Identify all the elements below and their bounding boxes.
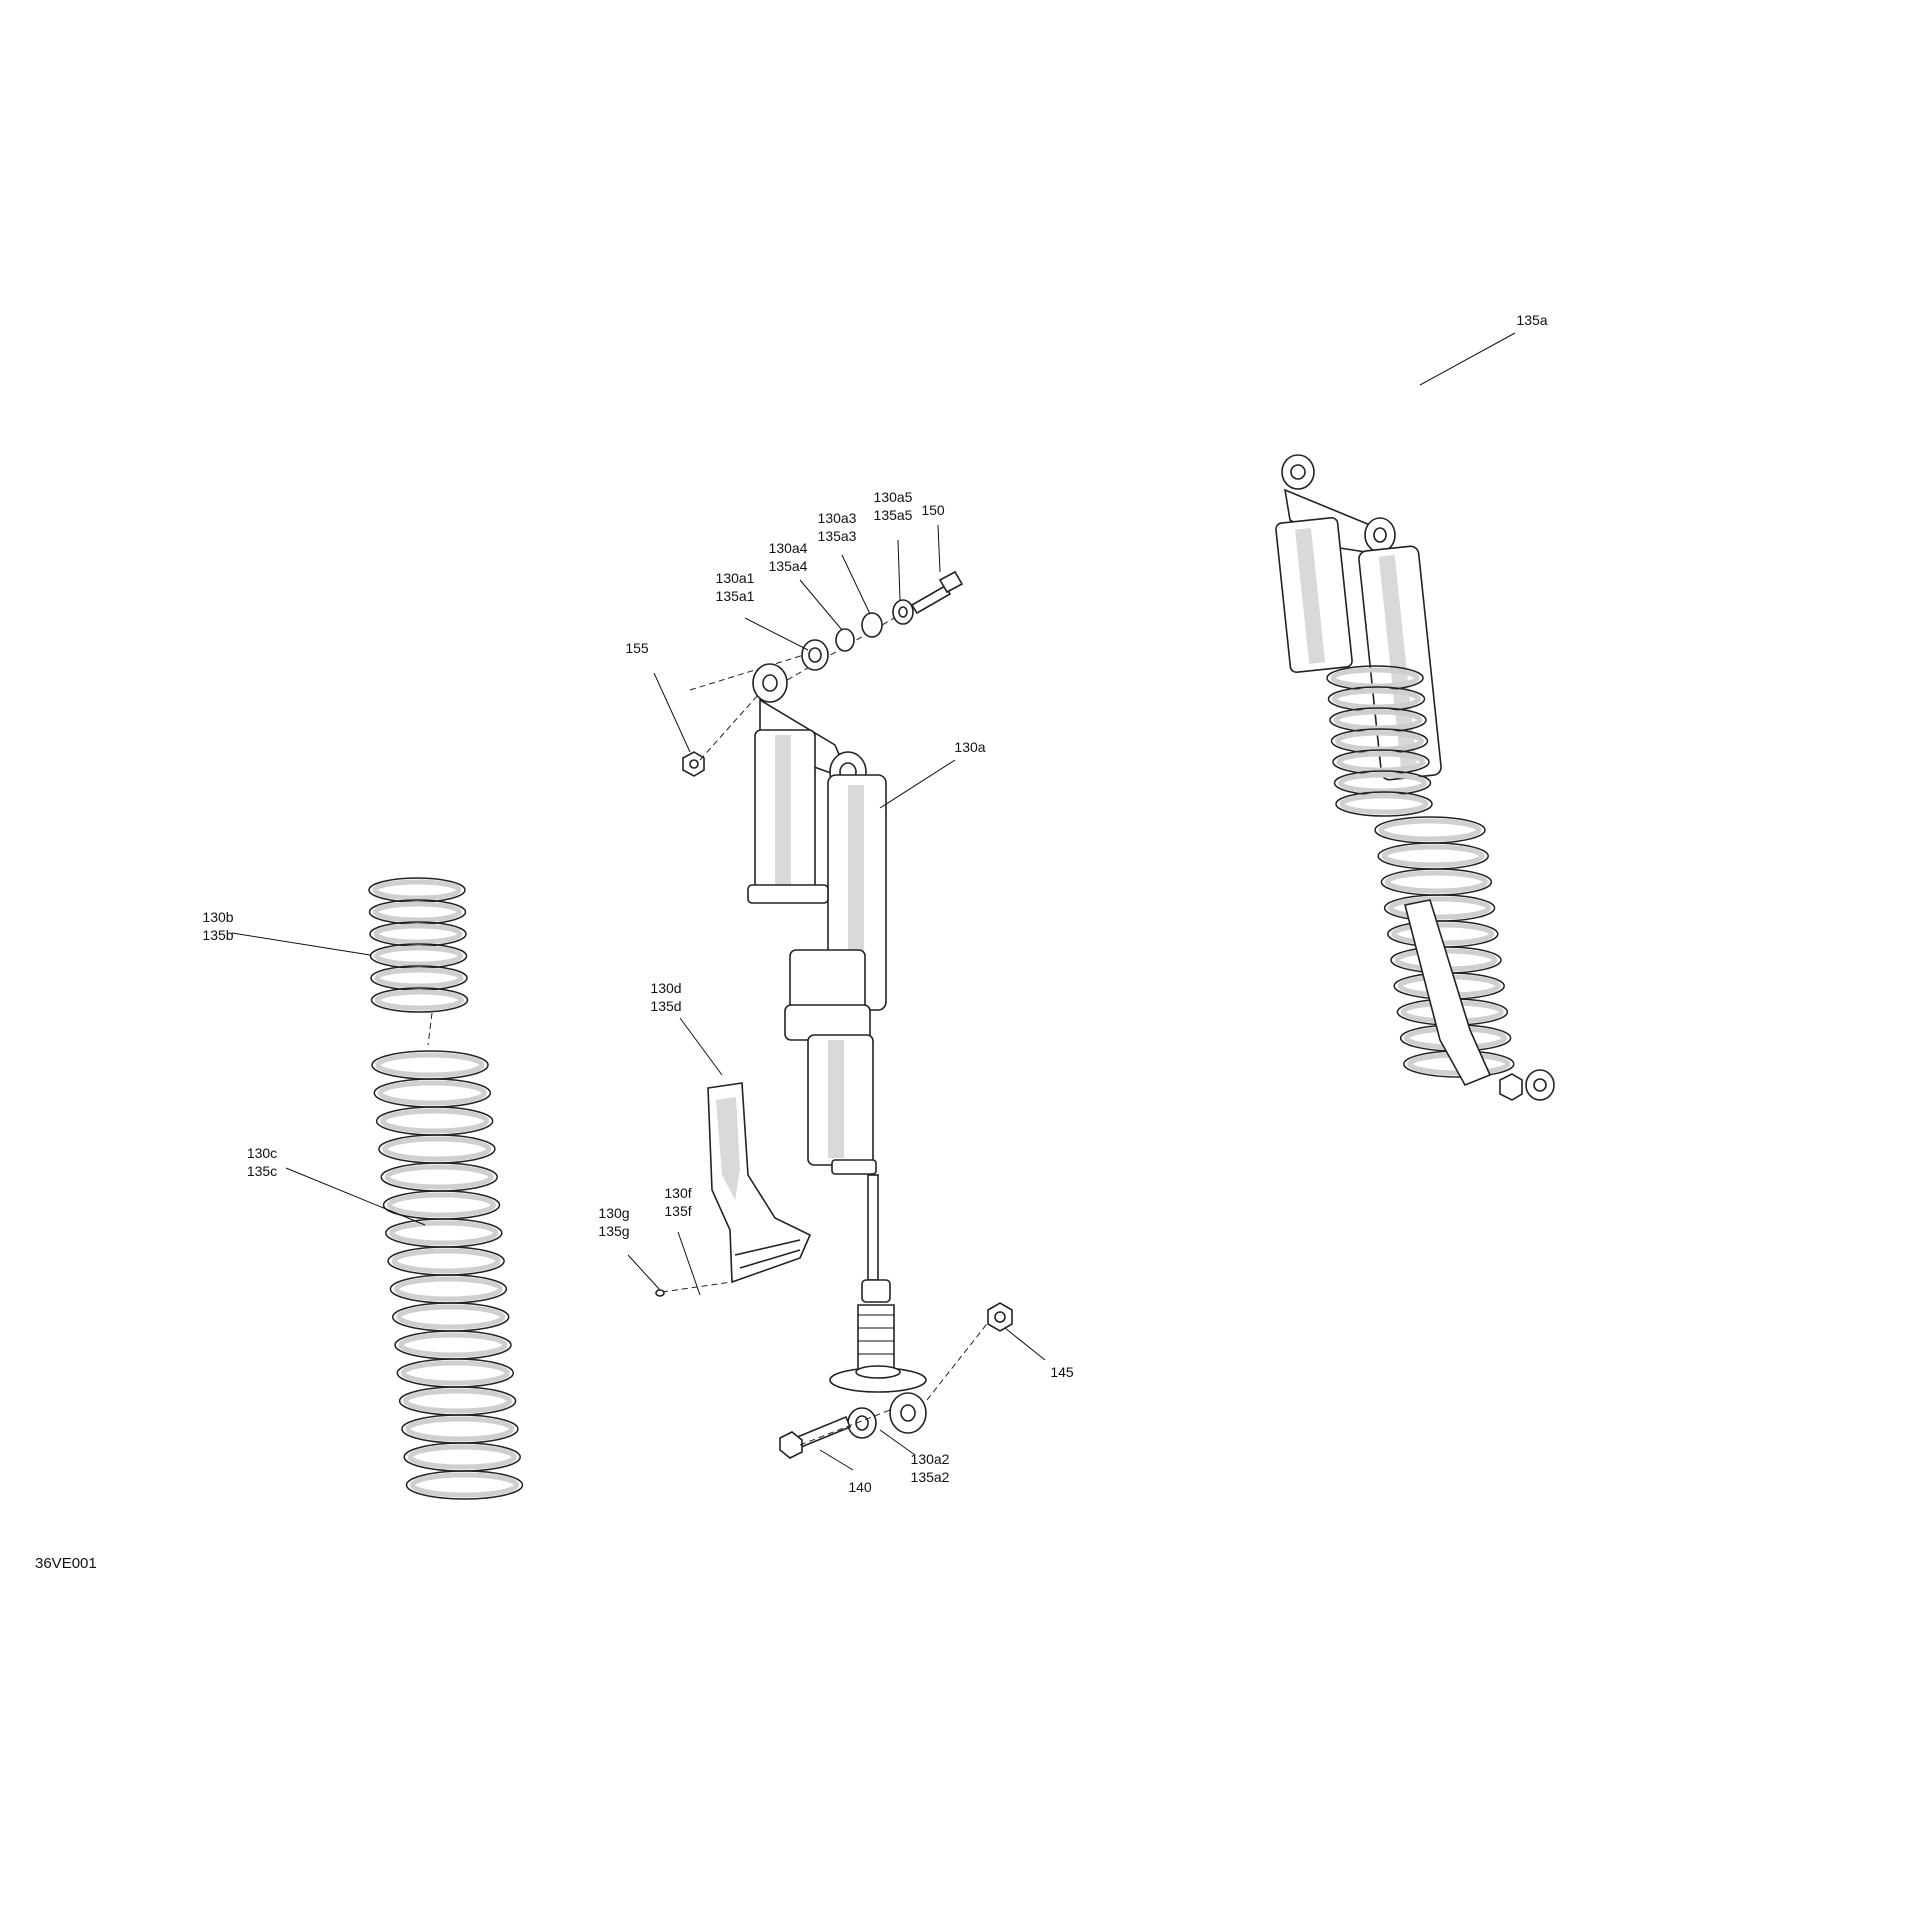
lower-spring	[371, 1050, 524, 1500]
lower-spring-coil-fill	[398, 1332, 508, 1358]
assembly-upper-spring-coil-fill	[1332, 688, 1421, 710]
callout-150-line-0: 150	[921, 502, 945, 518]
callout-130a-line-0: 130a	[954, 739, 985, 755]
bearing-top	[801, 639, 829, 671]
callout-130a5-line-0: 130a5	[874, 489, 913, 505]
ring-2	[861, 612, 883, 638]
lower-spring-coil-fill	[380, 1108, 490, 1134]
lower-bolt-dash	[799, 1409, 891, 1446]
assembly-lower-spring-coil-fill	[1378, 818, 1482, 842]
upper-spring	[368, 877, 469, 1013]
callout-130a3-line-1: 135a3	[818, 528, 857, 544]
lower-spring-coil-fill	[393, 1276, 503, 1302]
spacer-lower	[847, 1407, 877, 1439]
bolt-140	[779, 1415, 852, 1459]
callout-130b-line-0: 130b	[202, 909, 233, 925]
nut-155	[682, 751, 705, 777]
spring-guard-130d	[707, 1082, 812, 1284]
upper-spring-coil-fill	[374, 945, 463, 967]
callout-labels: 150 130a5 135a5 130a3 135a3 130a4 135a4 130a1 13…	[202, 312, 1547, 1495]
upper-spring-coil-fill	[373, 901, 462, 923]
assembly-upper-spring-coil-fill	[1330, 667, 1420, 689]
assembly-upper-spring-coil	[1335, 791, 1433, 817]
screw-130g	[655, 1289, 665, 1297]
callout-130b-line-1: 135b	[202, 927, 233, 943]
lower-spring-coil-fill	[407, 1444, 517, 1470]
ring-1	[835, 628, 855, 652]
callout-130c-line-0: 130c	[247, 1145, 277, 1161]
assembly-upper-spring-coil-fill	[1338, 772, 1427, 794]
lower-spring-coil-fill	[410, 1472, 519, 1498]
upper-spring-coil-fill	[375, 989, 464, 1011]
callout-130d-line-1: 135d	[650, 998, 681, 1014]
upper-spring-coil	[370, 987, 469, 1013]
callout-130f-line-1: 135f	[664, 1203, 691, 1219]
bolt-150	[910, 570, 964, 615]
lower-spring-coil-fill	[389, 1220, 499, 1246]
callout-145-line-0: 145	[1050, 1364, 1074, 1380]
assembly-upper-spring-coil-fill	[1335, 730, 1424, 752]
assembly-lower-spring-coil-fill	[1384, 870, 1488, 894]
callout-140-line-0: 140	[848, 1479, 872, 1495]
assembly-upper-spring-coil-fill	[1333, 709, 1423, 731]
lower-spring-coil-fill	[391, 1248, 501, 1274]
lower-spring-coil	[405, 1470, 524, 1500]
callout-130g-line-0: 130g	[598, 1205, 629, 1221]
lower-spring-coil-fill	[400, 1360, 510, 1386]
lower-spring-coil-fill	[375, 1052, 485, 1078]
callout-130c-line-1: 135c	[247, 1163, 277, 1179]
lower-spring-coil-fill	[403, 1388, 513, 1414]
lower-nut-dash	[926, 1319, 991, 1401]
lower-spring-coil-fill	[377, 1080, 487, 1106]
callout-130a1-line-0: 130a1	[716, 570, 755, 586]
callout-130a5-line-1: 135a5	[874, 507, 913, 523]
top-axis-dash	[689, 649, 821, 691]
lower-spring-coil-fill	[396, 1304, 506, 1330]
callout-135a-line-0: 135a	[1516, 312, 1547, 328]
drawing-reference-code: 36VE001	[35, 1555, 97, 1572]
callout-130a2-line-1: 135a2	[911, 1469, 950, 1485]
leader-lines	[231, 332, 1516, 1471]
assembly-lower-spring-coil-fill	[1388, 896, 1492, 920]
callout-130a2-line-0: 130a2	[911, 1451, 950, 1467]
callout-130f-line-0: 130f	[664, 1185, 691, 1201]
nut-axis-dash	[699, 694, 759, 761]
callout-130a3-line-0: 130a3	[818, 510, 857, 526]
callout-155-line-0: 155	[625, 640, 649, 656]
spacer-top	[892, 599, 914, 625]
spring-axis-dash	[427, 1012, 433, 1046]
callout-130a4-line-0: 130a4	[769, 540, 808, 556]
callout-130g-line-1: 135g	[598, 1223, 629, 1239]
assembly-upper-spring-coil-fill	[1339, 793, 1429, 815]
callout-130a1-line-1: 135a1	[716, 588, 755, 604]
lower-spring-coil-fill	[382, 1136, 492, 1162]
lower-spring-coil-fill	[387, 1192, 496, 1218]
upper-spring-coil-fill	[374, 967, 464, 989]
assembled-shock-135a	[1275, 454, 1555, 1101]
upper-spring-coil-fill	[372, 879, 462, 901]
callout-130a4-line-1: 135a4	[769, 558, 808, 574]
nut-145	[987, 1302, 1013, 1332]
lower-spring-coil-fill	[384, 1164, 494, 1190]
upper-spring-coil-fill	[373, 923, 463, 945]
assembly-lower-spring-coil-fill	[1381, 844, 1485, 868]
assembly-upper-spring-coil-fill	[1336, 751, 1426, 773]
callout-130d-line-0: 130d	[650, 980, 681, 996]
shock-absorber-130a	[747, 663, 927, 1434]
lower-spring-coil-fill	[405, 1416, 515, 1442]
